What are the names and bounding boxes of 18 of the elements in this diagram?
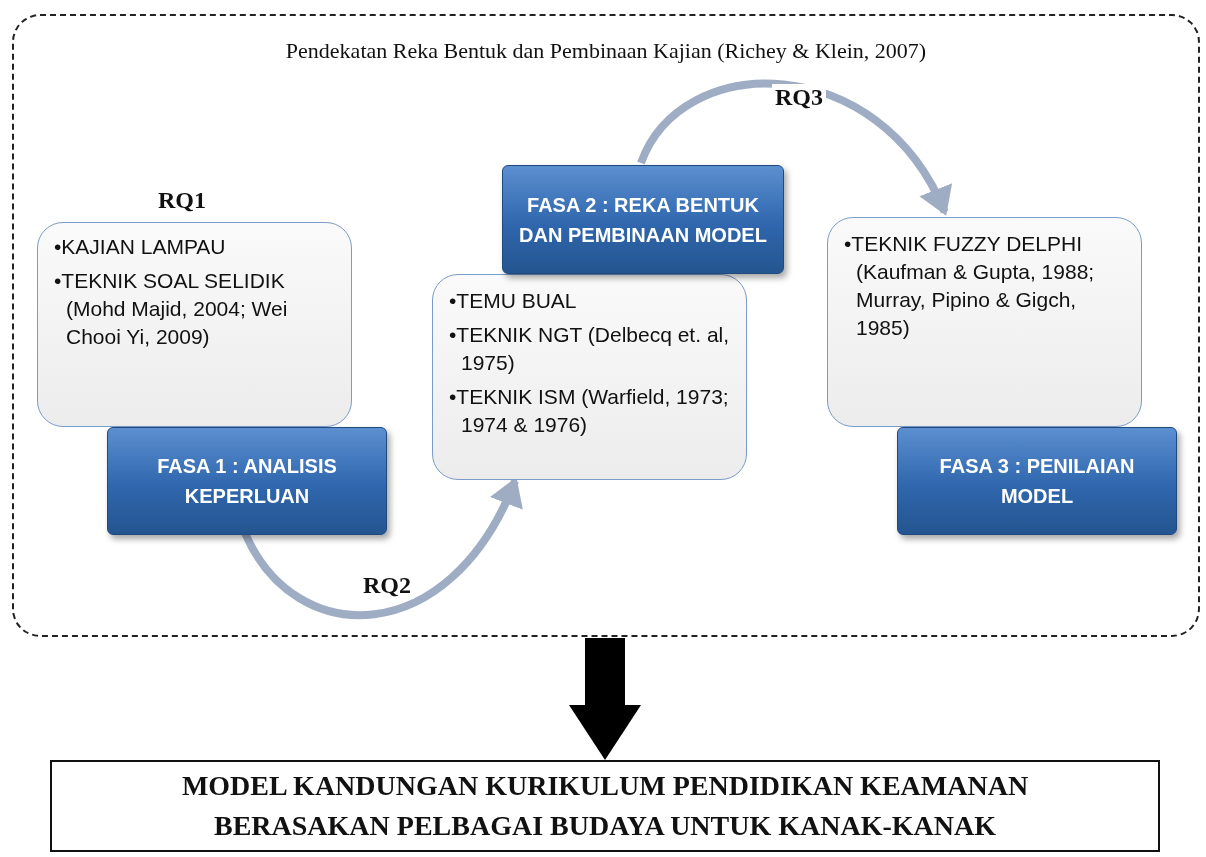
bullet-item: •TEKNIK FUZZY DELPHI (Kaufman & Gupta, 1988; Murray, Pipino & Gigch, 1985) bbox=[844, 231, 1096, 341]
bullet-item: •TEKNIK NGT (Delbecq et. al, 1975) bbox=[449, 322, 731, 376]
block-arrow bbox=[569, 638, 641, 760]
bullet-item: •TEKNIK SOAL SELIDIK (Mohd Majid, 2004; Wei Chooi Yi, 2009) bbox=[54, 268, 289, 350]
result-box: MODEL KANDUNGAN KURIKULUM PENDIDIKAN KEAMANAN BERASAKAN PELBAGAI BUDAYA UNTUK KANAK-KANAK bbox=[50, 760, 1160, 852]
question-label: RQ1 bbox=[158, 187, 206, 214]
bullet-item: •KAJIAN LAMPAU bbox=[54, 234, 227, 260]
phase-box: FASA 2 : REKA BENTUK DAN PEMBINAAN MODEL bbox=[502, 165, 784, 274]
curved-arrow bbox=[637, 80, 950, 216]
bullet-item: •TEMU BUAL bbox=[449, 288, 578, 314]
edge-label: RQ3 bbox=[772, 84, 826, 111]
bullet-item: •TEKNIK ISM (Warfield, 1973; 1974 & 1976) bbox=[449, 384, 730, 438]
content-card bbox=[432, 274, 747, 480]
content-card bbox=[827, 217, 1142, 427]
dashed-frame bbox=[12, 14, 1200, 637]
phase-box: FASA 1 : ANALISIS KEPERLUAN bbox=[107, 427, 387, 535]
frame-title: Pendekatan Reka Bentuk dan Pembinaan Kajian (Richey & Klein, 2007) bbox=[284, 38, 928, 64]
phase-box: FASA 3 : PENILAIAN MODEL bbox=[897, 427, 1177, 535]
